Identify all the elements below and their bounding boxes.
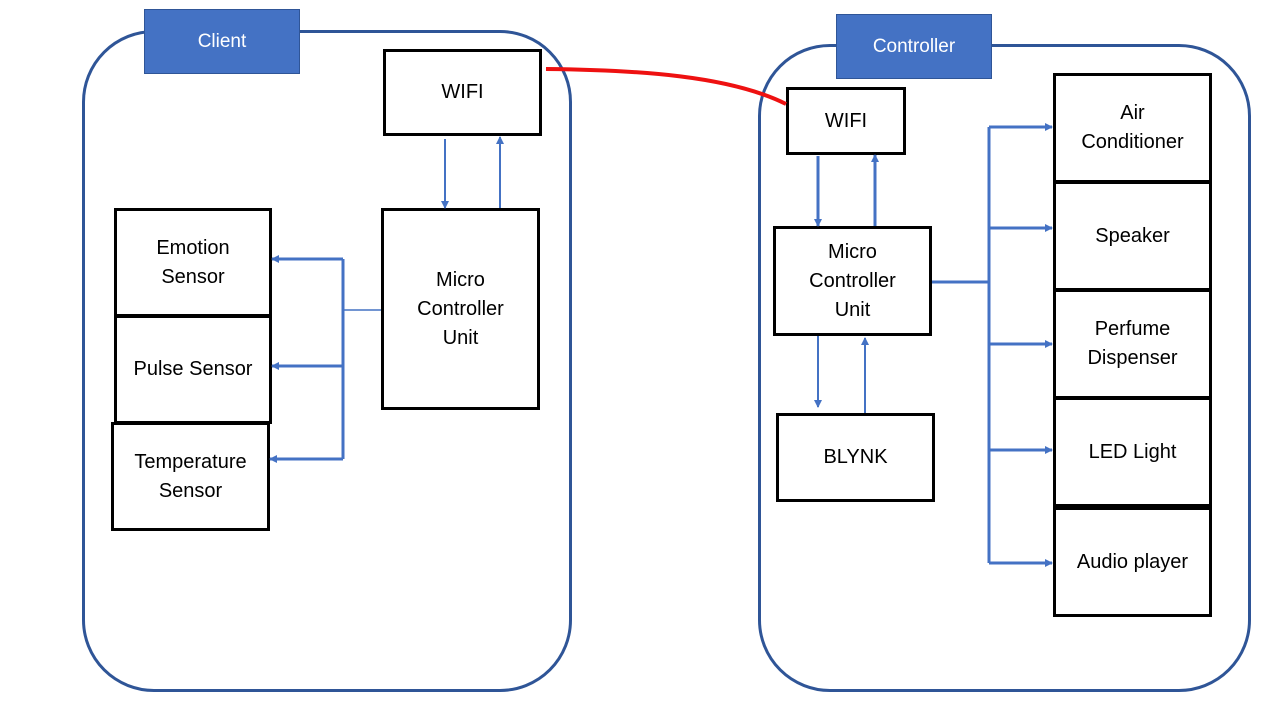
client-label: Client bbox=[144, 9, 300, 74]
controller-wifi-block: WIFI bbox=[786, 87, 906, 155]
blynk-block: BLYNK bbox=[776, 413, 935, 502]
client-wifi-block: WIFI bbox=[383, 49, 542, 136]
air-conditioner-block: Air Conditioner bbox=[1053, 73, 1212, 183]
controller-label: Controller bbox=[836, 14, 992, 79]
audio-player-block: Audio player bbox=[1053, 507, 1212, 617]
speaker-block: Speaker bbox=[1053, 181, 1212, 291]
controller-mcu-block: Micro Controller Unit bbox=[773, 226, 932, 336]
led-light-block: LED Light bbox=[1053, 397, 1212, 507]
pulse-sensor-block: Pulse Sensor bbox=[114, 315, 272, 424]
temperature-sensor-block: Temperature Sensor bbox=[111, 422, 270, 531]
client-group bbox=[82, 30, 572, 692]
client-mcu-block: Micro Controller Unit bbox=[381, 208, 540, 410]
controller-group bbox=[758, 44, 1251, 692]
emotion-sensor-block: Emotion Sensor bbox=[114, 208, 272, 317]
wireless-link bbox=[545, 67, 787, 106]
